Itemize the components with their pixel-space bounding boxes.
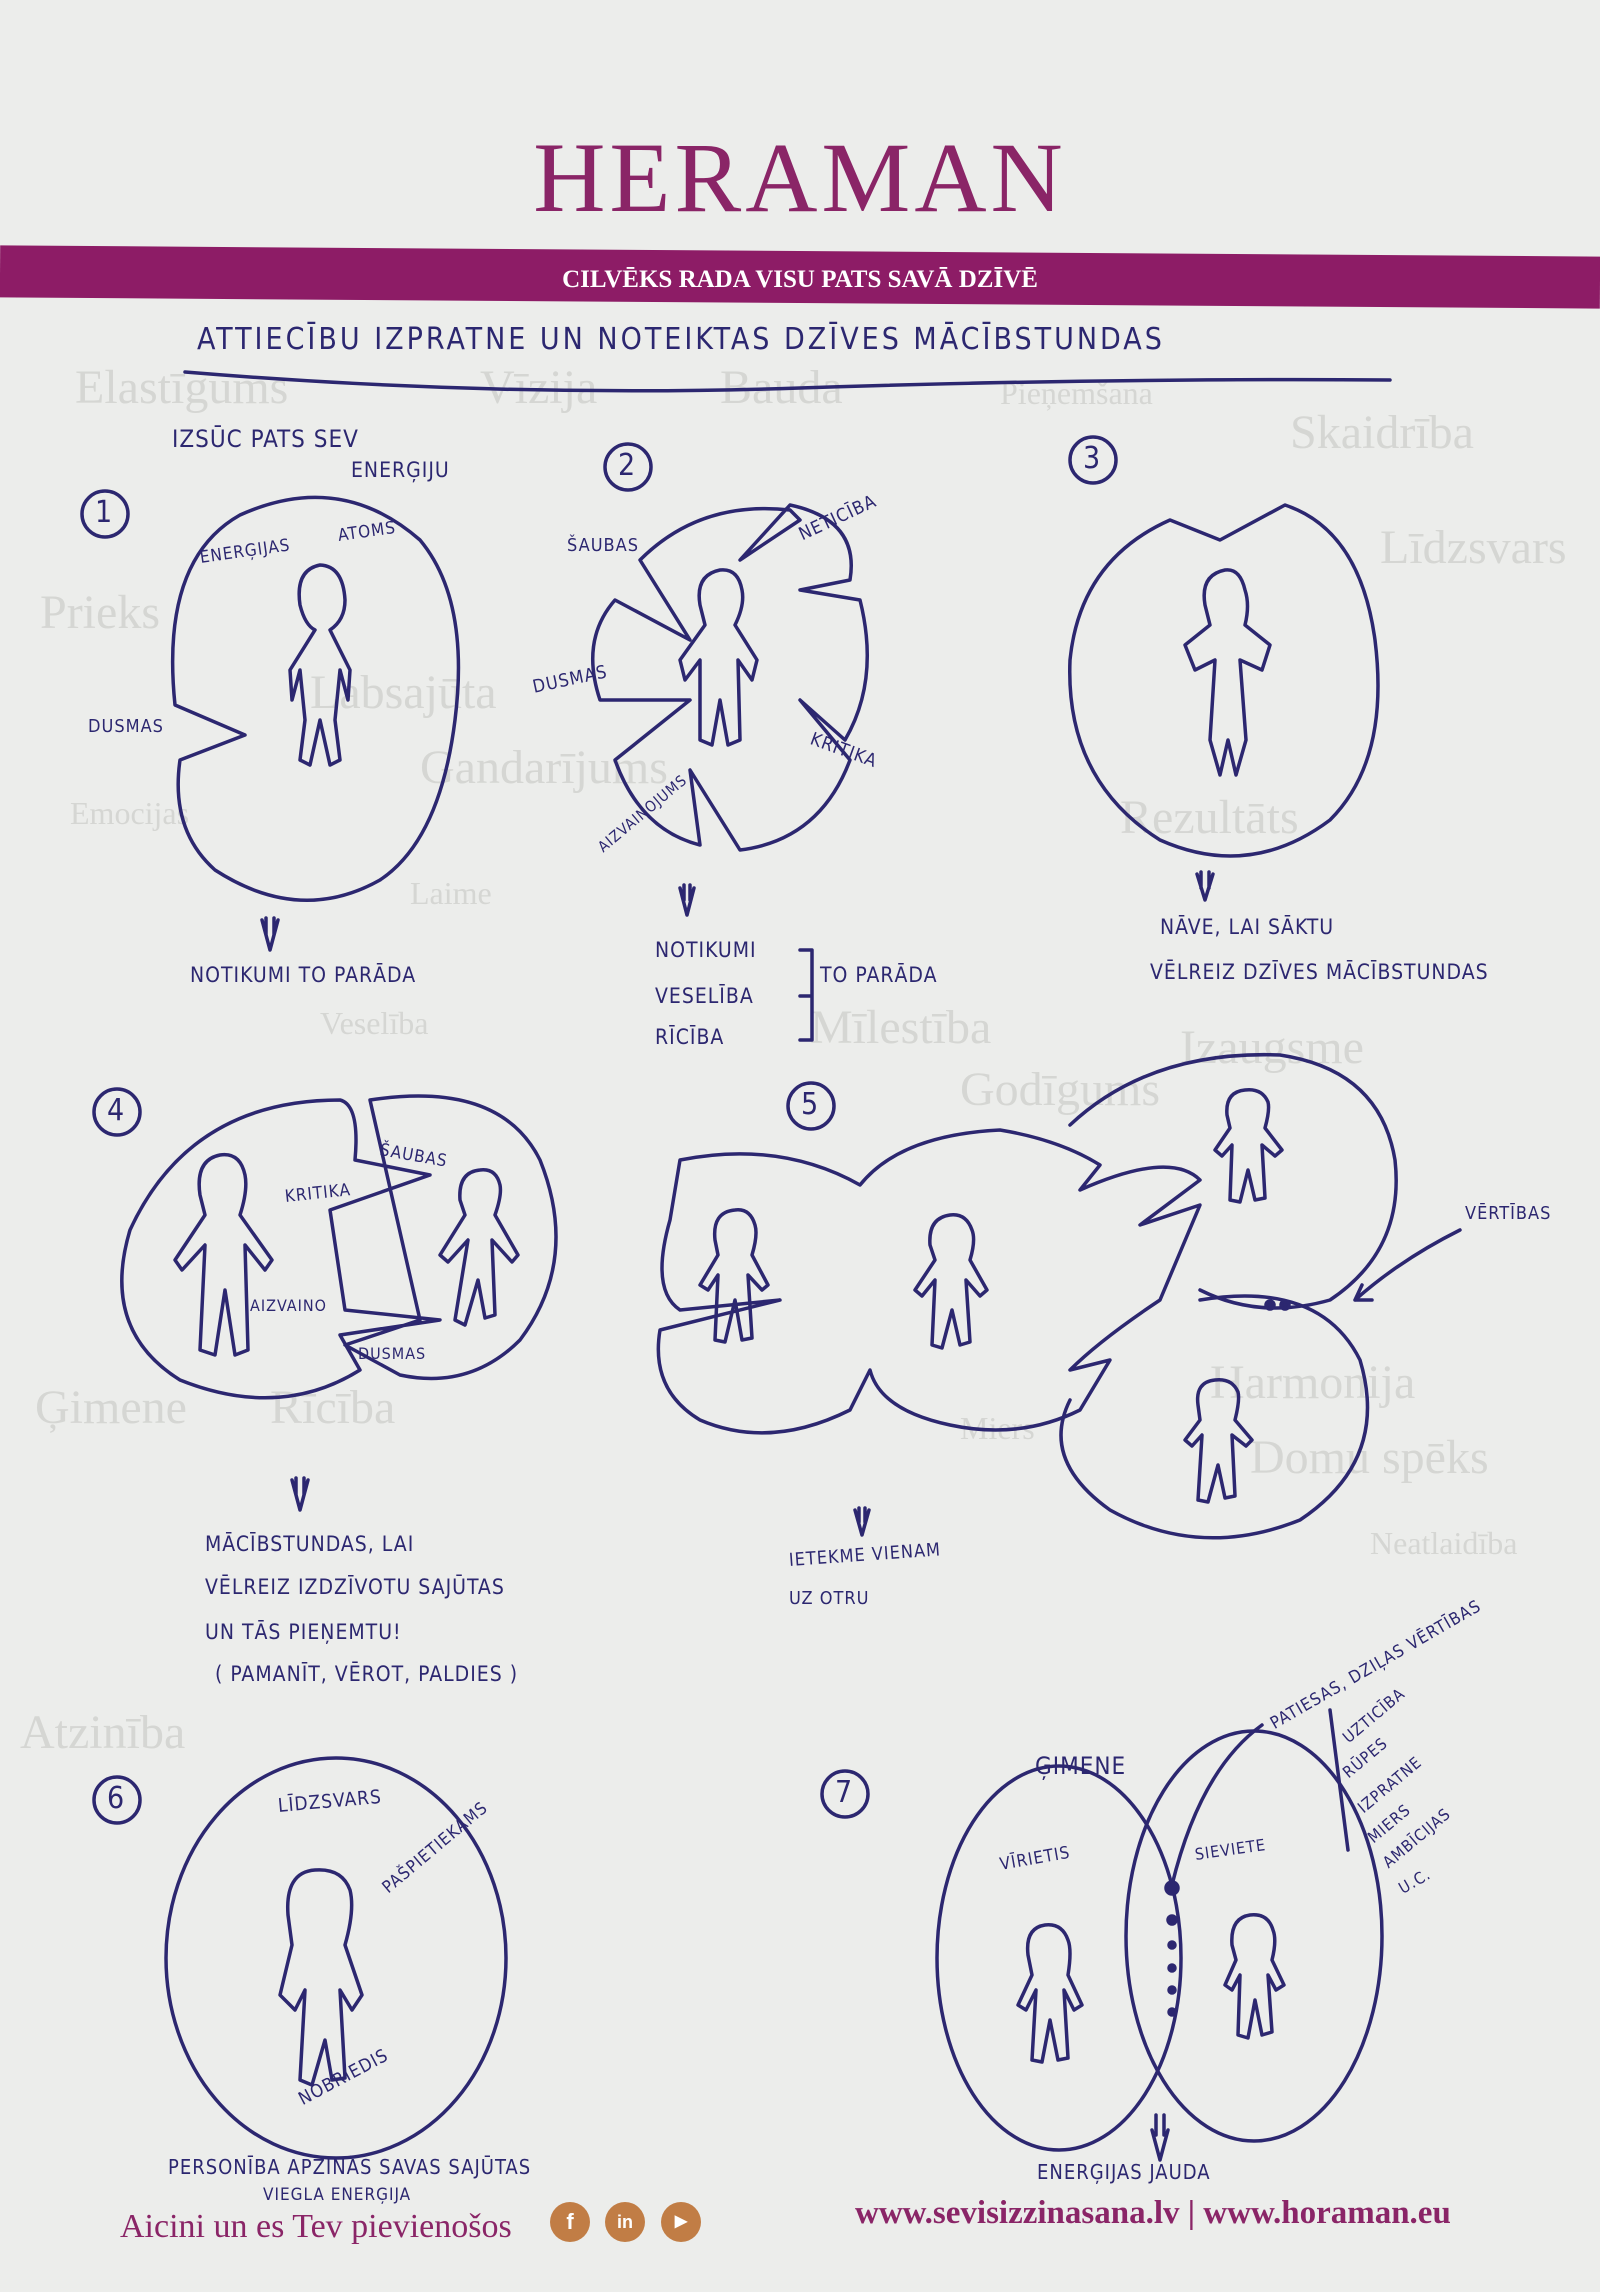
scene4-aura bbox=[120, 1094, 558, 1400]
scene5-label: Vērtības bbox=[1465, 1203, 1552, 1224]
person-figure bbox=[278, 1868, 364, 2087]
scene4-result: ( Pamanīt, vērot, paldies ) bbox=[215, 1662, 519, 1686]
number-circle bbox=[1068, 435, 1118, 485]
scene-number: 2 bbox=[618, 448, 637, 483]
scene2-label: Šaubas bbox=[567, 535, 640, 556]
person-figure bbox=[288, 563, 352, 767]
scene6-result: viegla enerģija bbox=[263, 2185, 412, 2205]
watermark-word: Neatlaidība bbox=[1370, 1525, 1518, 1561]
person-figure bbox=[1016, 1923, 1084, 2064]
scene2-result-suffix: to parāda bbox=[820, 963, 938, 987]
connection-dots bbox=[1164, 1880, 1180, 2017]
scene1-result: Notikumi to parāda bbox=[190, 963, 417, 987]
person-figure bbox=[438, 1168, 520, 1327]
person-figure bbox=[1223, 1913, 1286, 2040]
scene1-aura bbox=[170, 495, 461, 902]
scene3-result: Nāve, lai sāktu bbox=[1160, 915, 1335, 939]
person-figure bbox=[173, 1152, 274, 1357]
watermark-word: Laime bbox=[410, 875, 492, 911]
heraman-logo: HERAMAN bbox=[533, 122, 1067, 233]
scene6-result: Personība apzinās savas sajūtas bbox=[168, 2155, 532, 2179]
scene3-aura bbox=[1068, 503, 1380, 858]
watermark-word: Elastīgums bbox=[75, 361, 289, 414]
bracket bbox=[798, 948, 814, 1042]
linkedin-icon[interactable]: in bbox=[605, 2202, 645, 2242]
youtube-icon[interactable]: ▶ bbox=[661, 2202, 701, 2242]
number-circle bbox=[786, 1081, 836, 1131]
values-dot bbox=[1279, 1299, 1291, 1311]
number-circle bbox=[92, 1087, 142, 1137]
person-figure bbox=[913, 1213, 989, 1350]
person-figure bbox=[1213, 1088, 1284, 1204]
scene4-label: Dusmas bbox=[358, 1344, 427, 1363]
scene7-woman-circle bbox=[1124, 1729, 1384, 2143]
watermark-word: Emocijas bbox=[70, 795, 190, 831]
scene2-aura bbox=[590, 503, 869, 852]
values-dot bbox=[1264, 1299, 1276, 1311]
scene4-label: Aizvaino bbox=[250, 1296, 327, 1315]
number-circle bbox=[603, 442, 653, 492]
down-arrow bbox=[1150, 2113, 1170, 2162]
down-arrow bbox=[1195, 870, 1215, 902]
scene7-result: Enerģijas jauda bbox=[1037, 2160, 1211, 2184]
watermark-word: Harmonija bbox=[1210, 1356, 1416, 1409]
watermark-word: Skaidrība bbox=[1290, 406, 1474, 459]
scene4-result: Mācībstundas, lai bbox=[205, 1532, 415, 1556]
page-title: Attiecību izpratne un noteiktas dzīves m… bbox=[197, 322, 1165, 357]
scene5-aura-lower bbox=[1059, 1294, 1370, 1540]
person-figure bbox=[1183, 1378, 1254, 1504]
scene2-result-item: Veselība bbox=[655, 984, 754, 1008]
watermark-word: Rīcība bbox=[270, 1381, 396, 1434]
person-figure bbox=[698, 1208, 770, 1344]
number-circle bbox=[80, 489, 130, 539]
scene7-man-circle bbox=[935, 1764, 1183, 2152]
watermark-word: Domu spēks bbox=[1250, 1431, 1489, 1484]
watermark-word: Atzinība bbox=[20, 1706, 186, 1759]
values-pointer bbox=[1353, 1228, 1462, 1302]
scene2-result-item: Rīcība bbox=[655, 1025, 725, 1049]
scene1-heading: enerģiju bbox=[351, 458, 450, 482]
scene5-aura bbox=[656, 1128, 1202, 1435]
down-arrow bbox=[678, 883, 696, 917]
scene-number: 1 bbox=[95, 495, 114, 530]
watermark-word: Līdzsvars bbox=[1380, 521, 1567, 574]
number-circle bbox=[820, 1769, 870, 1819]
scene-number: 6 bbox=[107, 1781, 126, 1816]
watermark-word: Ģimene bbox=[35, 1381, 187, 1434]
number-circle bbox=[92, 1775, 142, 1825]
scene2-result-item: Notikumi bbox=[655, 938, 757, 962]
scene-number: 5 bbox=[801, 1087, 820, 1122]
watermark-word: Veselība bbox=[320, 1005, 429, 1041]
scene1-heading: Izsūc pats sev bbox=[172, 425, 359, 453]
down-arrow bbox=[853, 1506, 871, 1537]
footer-invite: Aicini un es Tev pievienošos bbox=[120, 2208, 512, 2245]
values-pointer bbox=[1170, 1723, 1264, 1887]
watermark-word: Godīgums bbox=[960, 1063, 1161, 1116]
scene5-result: uz otru bbox=[789, 1588, 870, 1609]
footer-links[interactable]: www.sevisizzinasana.lv | www.horaman.eu bbox=[855, 2195, 1451, 2231]
scene4-result: vēlreiz izdzīvotu sajūtas bbox=[205, 1575, 505, 1599]
watermark-word: Mīlestība bbox=[810, 1001, 992, 1054]
scene6-aura bbox=[164, 1756, 508, 2160]
slogan: CILVĒKS RADA VISU PATS SAVĀ DZĪVĒ bbox=[562, 266, 1038, 293]
down-arrow bbox=[260, 916, 280, 952]
person-figure bbox=[678, 568, 759, 747]
scene-number: 3 bbox=[1083, 441, 1102, 476]
watermark-word: Izaugsme bbox=[1180, 1021, 1364, 1074]
scene-number: 7 bbox=[835, 1775, 854, 1810]
title-underline bbox=[183, 370, 1392, 393]
scene1-label: Dusmas bbox=[88, 716, 164, 737]
scene-number: 4 bbox=[107, 1093, 126, 1128]
values-list-line bbox=[1328, 1708, 1350, 1852]
facebook-icon[interactable]: f bbox=[550, 2202, 590, 2242]
scene3-result: vēlreiz dzīves mācībstundas bbox=[1150, 960, 1489, 984]
scene7-heading: Ģimene bbox=[1035, 1752, 1127, 1780]
watermark-word: Prieks bbox=[40, 586, 160, 639]
down-arrow bbox=[290, 1476, 310, 1512]
person-figure bbox=[1183, 568, 1272, 777]
scene4-result: un tās pieņemtu! bbox=[205, 1620, 402, 1644]
